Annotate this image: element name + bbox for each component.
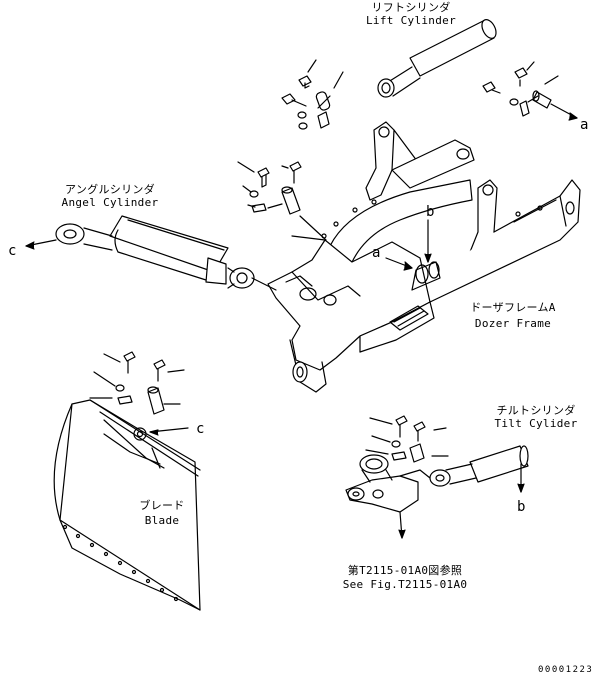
see-fig-label-en: See Fig.T2115-01A0 (342, 578, 468, 591)
lift-cylinder-label-ja: リフトシリンダ (371, 1, 451, 14)
lift-cylinder-fasteners-left (282, 60, 343, 129)
angle-cylinder-fasteners (238, 162, 326, 240)
marker-c-blade: c (196, 421, 205, 437)
blade-label-ja: ブレード (139, 499, 185, 512)
marker-b-tilt: b (517, 499, 526, 515)
lift-cylinder-label-en: Lift Cylinder (366, 14, 456, 27)
blade-part (54, 400, 200, 610)
tilt-cylinder-part (430, 446, 528, 492)
marker-c-left: c (8, 243, 17, 259)
tilt-cylinder-label-en: Tilt Cylider (494, 417, 578, 430)
lift-cylinder-fasteners-right (483, 62, 577, 120)
dozer-frame-label-ja: ドーザフレームA (470, 301, 556, 314)
angle-cylinder-part (26, 216, 276, 290)
lift-cylinder-part (378, 17, 499, 97)
marker-a-frame: a (372, 245, 381, 261)
frame-connection-arrows (292, 220, 431, 270)
marker-a-right: a (580, 117, 589, 133)
drawing-code: 00001223 (538, 665, 594, 675)
blade-fasteners (90, 352, 184, 414)
tilt-cylinder-label-ja: チルトシリンダ (496, 404, 576, 417)
dozer-frame-part (268, 122, 580, 392)
marker-b-frame: b (426, 204, 435, 220)
tilt-bracket-part (346, 455, 430, 538)
see-fig-label-ja: 第T2115-01A0図参照 (347, 564, 463, 577)
angle-cylinder-label-ja: アングルシリンダ (65, 183, 155, 196)
angle-cylinder-label-en: Angel Cylinder (61, 196, 159, 209)
blade-label-en: Blade (144, 514, 180, 527)
dozer-frame-label-en: Dozer Frame (474, 317, 552, 330)
tilt-cylinder-fasteners (366, 416, 448, 462)
